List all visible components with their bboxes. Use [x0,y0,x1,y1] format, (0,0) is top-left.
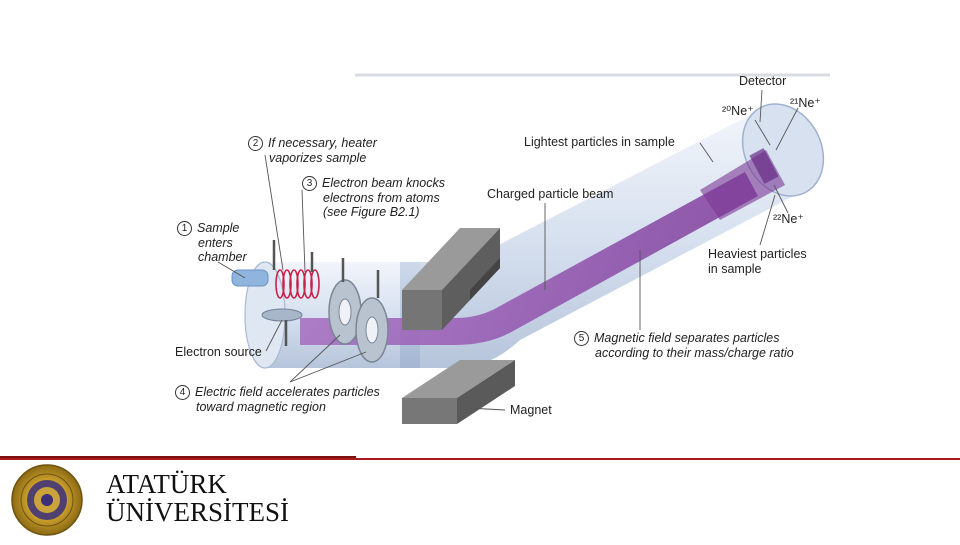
sample-inlet-pipe [231,269,269,287]
accelerating-ring-1 [328,258,362,345]
step-3-line-3: (see Figure B2.1) [323,205,420,219]
step-2-number: 2 [248,136,263,151]
leader-lines [217,89,799,411]
step-4-number: 4 [175,385,190,400]
heater-coil [275,269,320,299]
step-2-line-1: If necessary, heater [268,136,377,150]
magnet-bottom [402,360,515,424]
magnet-top [402,228,500,330]
flight-tube [400,110,805,368]
university-seal [11,464,83,536]
step-1-line-2: enters [198,236,233,250]
step-4: 4 Electric field accelerates particles to… [175,385,380,414]
ne22-label: ²²Ne⁺ [773,212,804,226]
step-4-line-2: toward magnetic region [196,400,326,414]
lightest-particles-label: Lightest particles in sample [524,135,675,149]
accelerating-ring-2 [355,270,389,363]
step-3-line-1: Electron beam knocks [322,176,445,190]
university-name-line-2: ÜNİVERSİTESİ [106,497,289,527]
electron-source-disk [261,308,303,322]
step-5-line-1: Magnetic field separates particles [594,331,780,345]
step-1-line-1: Sample [197,221,240,235]
heaviest-label-line1: Heaviest particles [708,247,807,261]
university-logotype: ATATÜRK ÜNİVERSİTESİ [106,470,289,526]
step-1: 1 Sample enters chamber [177,221,247,264]
step-2-line-2: vaporizes sample [269,151,367,165]
footer-rule-accent [0,456,356,458]
step-5: 5 Magnetic field separates particles acco… [574,331,794,360]
step-5-line-2: according to their mass/charge ratio [595,346,794,360]
step-1-number: 1 [177,221,192,236]
step-2: 2 If necessary, heater vaporizes sample [248,136,377,165]
charged-beam-label: Charged particle beam [487,187,614,201]
ne20-label: ²⁰Ne⁺ [722,104,754,118]
detector-plate [749,148,779,184]
step-4-line-1: Electric field accelerates particles [195,385,380,399]
detector-label: Detector [739,74,787,88]
step-5-number: 5 [574,331,589,346]
heaviest-label-line2: in sample [708,262,762,276]
step-3: 3 Electron beam knocks electrons from ato… [302,176,445,219]
footer-rule [0,458,960,460]
university-name-line-1: ATATÜRK [106,469,227,499]
step-1-line-3: chamber [198,250,247,264]
step-3-line-2: electrons from atoms [323,191,440,205]
magnet-label: Magnet [510,403,552,417]
step-3-number: 3 [302,176,317,191]
electron-source-label: Electron source [175,345,262,359]
ne21-label: ²¹Ne⁺ [790,96,821,110]
